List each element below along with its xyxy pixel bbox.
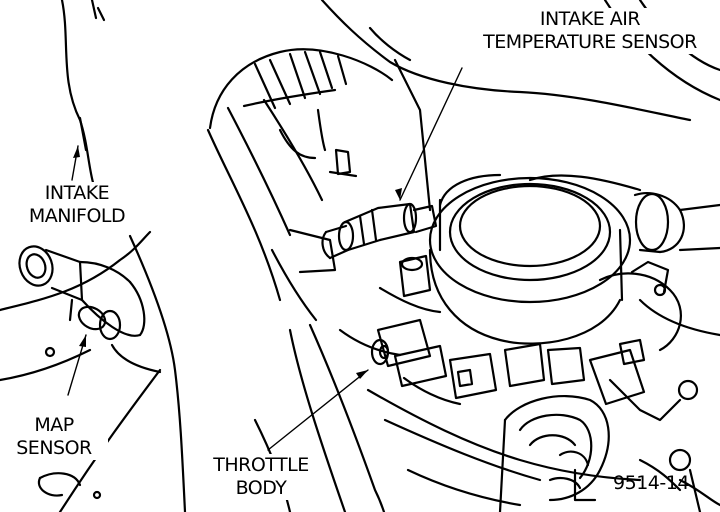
upper-cover-drawing: [206, 0, 720, 302]
leader-lines: [67, 67, 463, 451]
leader-throttle-body: [267, 369, 369, 451]
figure-number: 9514-14: [613, 472, 689, 494]
lower-frame-drawing: [253, 228, 720, 512]
label-intake-manifold: INTAKE MANIFOLD: [6, 182, 148, 228]
label-iat-line1: INTAKE AIR: [539, 8, 641, 30]
label-throttle-body-line2: BODY: [235, 477, 287, 499]
throttle-body-drawing: [370, 173, 720, 512]
label-throttle-body-line1: THROTTLE: [213, 454, 309, 476]
label-intake-manifold-line2: MANIFOLD: [28, 205, 126, 227]
map-sensor-drawing: [18, 245, 162, 374]
iat-sensor-drawing: [321, 148, 438, 260]
label-intake-manifold-line1: INTAKE: [44, 182, 110, 204]
label-map-sensor: MAP SENSOR: [0, 414, 108, 460]
label-map-sensor-line2: SENSOR: [16, 437, 92, 459]
label-map-sensor-line1: MAP: [34, 414, 74, 436]
label-intake-air-temperature-sensor: INTAKE AIR TEMPERATURE SENSOR: [470, 8, 710, 54]
leader-arrowheads: [73, 146, 402, 379]
figure-number-bracket: [573, 468, 597, 502]
leader-iat-sensor: [399, 67, 463, 201]
label-iat-line2: TEMPERATURE SENSOR: [483, 31, 697, 53]
label-throttle-body: THROTTLE BODY: [210, 454, 312, 500]
